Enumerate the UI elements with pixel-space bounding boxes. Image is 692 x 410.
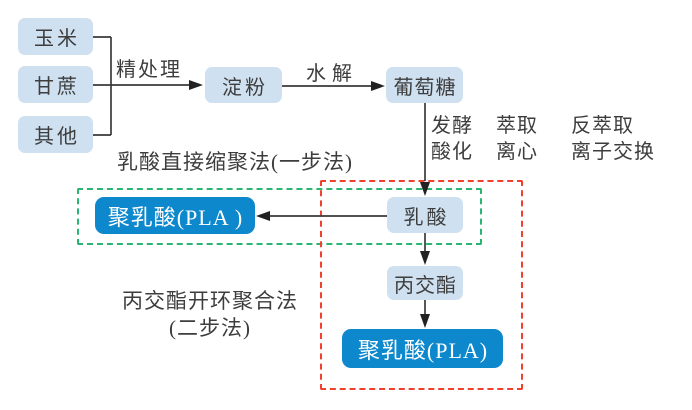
step-column-back-extraction: 反萃取 离子交换 xyxy=(571,113,655,165)
arrowhead-hydrolysis xyxy=(371,81,385,91)
flow-node-sugarcane: 甘蔗 xyxy=(18,66,93,103)
step-label-fermentation: 发酵 xyxy=(431,115,473,137)
flow-node-lactide: 丙交酯 xyxy=(387,266,463,300)
arrowhead-fermentation xyxy=(420,182,430,196)
step-label-extraction: 萃取 xyxy=(496,115,538,137)
arrowhead-to-lactide xyxy=(420,251,430,265)
flow-node-pla-two-step: 聚乳酸(PLA) xyxy=(342,329,503,368)
step-column-fermentation: 发酵 酸化 xyxy=(431,113,473,165)
arrowhead-polycondensation xyxy=(256,211,270,221)
method-label-two-step: 丙交酯开环聚合法 (二步法) xyxy=(85,288,335,342)
step-label-centrifugation: 离心 xyxy=(496,141,538,163)
arrowhead-to-pla xyxy=(420,314,430,328)
step-label-back-extraction: 反萃取 xyxy=(571,115,634,137)
method-label-two-step-line1: 丙交酯开环聚合法 xyxy=(122,289,298,313)
step-label-acidification: 酸化 xyxy=(431,141,473,163)
step-column-extraction: 萃取 离心 xyxy=(496,113,538,165)
flow-node-starch: 淀粉 xyxy=(205,67,282,103)
flow-node-glucose: 葡萄糖 xyxy=(386,67,463,103)
edge-label-refining: 精处理 xyxy=(116,59,182,81)
flow-node-corn: 玉米 xyxy=(18,18,93,55)
edge-label-hydrolysis: 水解 xyxy=(306,63,358,85)
one-step-method-region xyxy=(77,188,482,245)
two-step-method-region xyxy=(320,180,523,390)
method-label-two-step-line2: (二步法) xyxy=(169,316,251,340)
step-label-ion-exchange: 离子交换 xyxy=(571,141,655,163)
method-label-one-step: 乳酸直接缩聚法(一步法) xyxy=(117,150,353,174)
flow-node-pla-direct: 聚乳酸(PLA ) xyxy=(95,197,255,234)
flow-node-other: 其他 xyxy=(18,116,93,153)
arrowhead-refining xyxy=(189,80,203,90)
flow-node-lactic-acid: 乳酸 xyxy=(387,197,463,233)
